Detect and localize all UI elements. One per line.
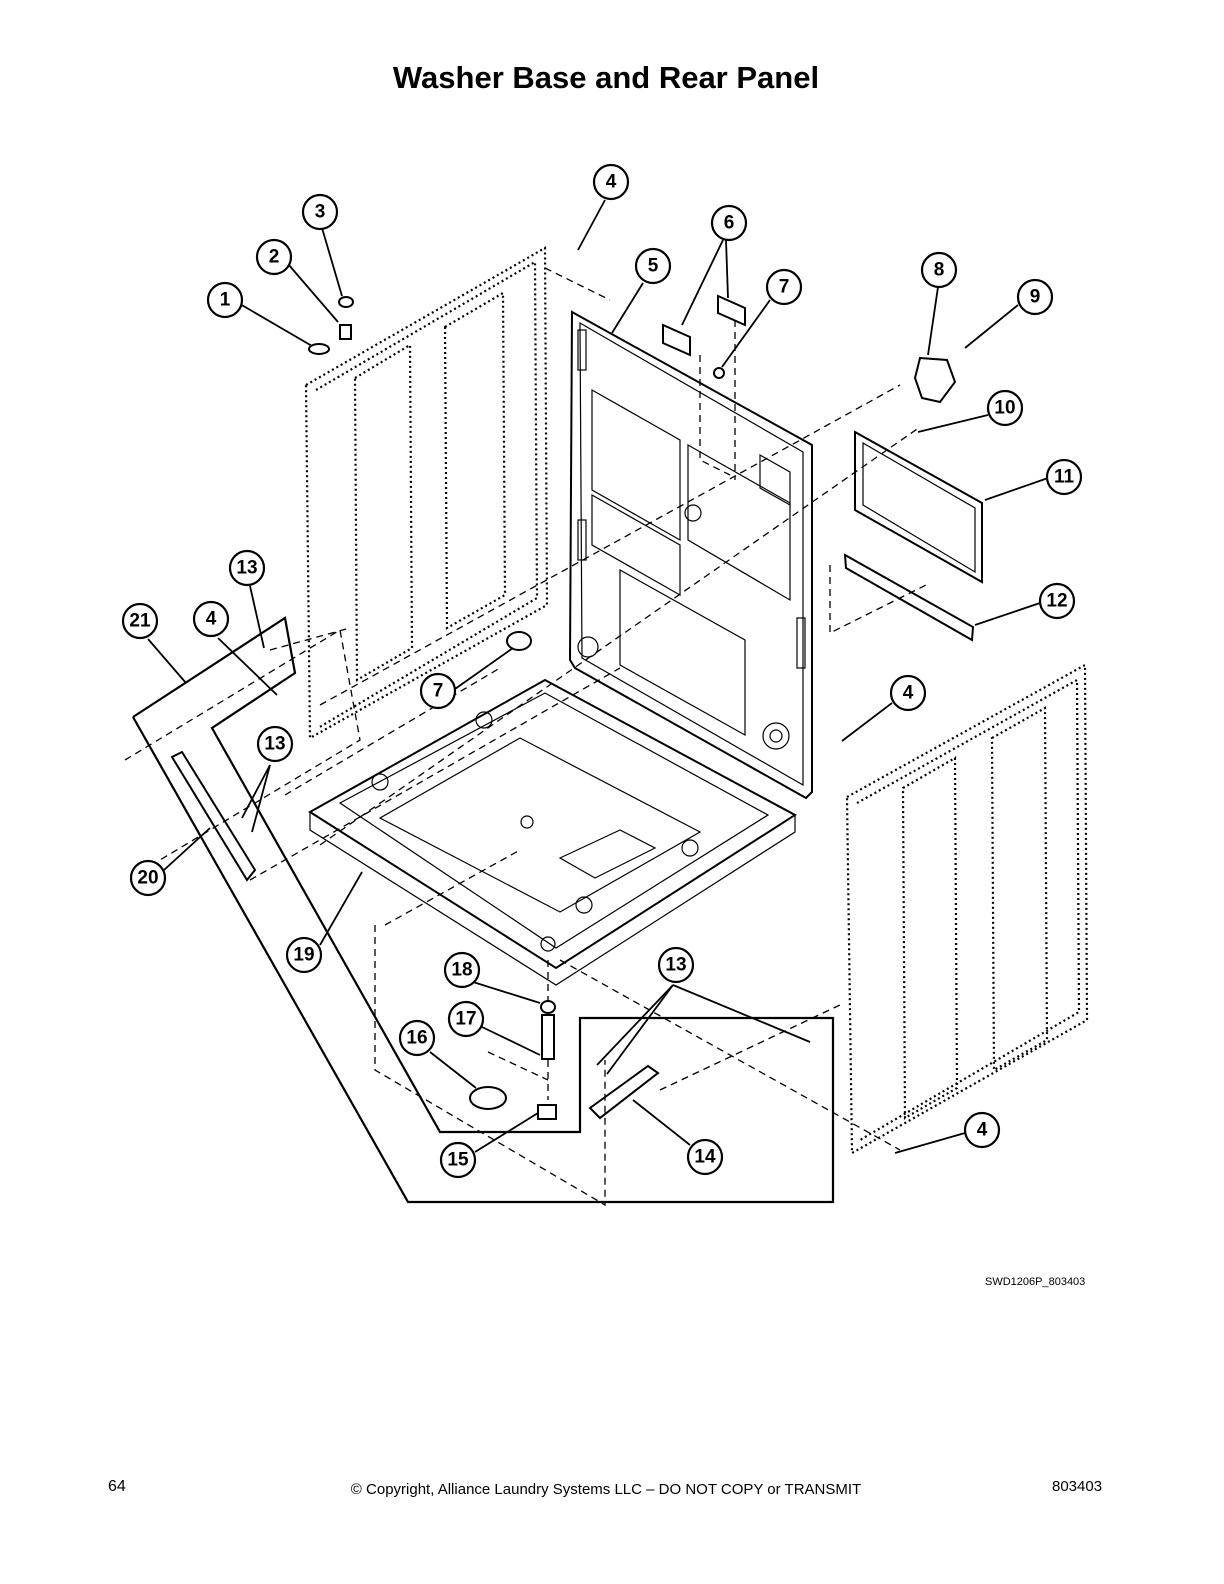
callout-17: 17 (447, 1000, 485, 1038)
svg-text:20: 20 (137, 868, 158, 889)
svg-text:4: 4 (903, 683, 914, 704)
svg-text:13: 13 (665, 955, 686, 976)
callout-7-top: 7 (765, 268, 803, 306)
foot-assembly (308, 296, 725, 1120)
page-number: 64 (108, 1478, 126, 1495)
svg-text:15: 15 (447, 1150, 469, 1171)
svg-text:11: 11 (1054, 467, 1075, 488)
callout-1: 1 (206, 281, 244, 319)
callout-12: 12 (1038, 582, 1076, 620)
svg-text:6: 6 (724, 213, 735, 234)
callout-2: 2 (255, 238, 293, 276)
svg-text:21: 21 (129, 611, 151, 632)
callout-13-lower-left: 13 (256, 725, 294, 763)
washer-base (308, 678, 797, 986)
svg-text:18: 18 (451, 960, 472, 981)
left-side-panel (304, 246, 549, 740)
svg-text:12: 12 (1046, 591, 1067, 612)
svg-text:17: 17 (455, 1009, 476, 1030)
right-side-panel (845, 663, 1089, 1155)
document-number: 803403 (1052, 1478, 1103, 1495)
callout-3: 3 (301, 193, 339, 231)
callout-4-top: 4 (592, 163, 630, 201)
callout-16: 16 (398, 1019, 436, 1057)
svg-text:4: 4 (206, 609, 217, 630)
svg-text:5: 5 (648, 256, 659, 277)
drawing-code: SWD1206P_803403 (985, 1276, 1086, 1288)
svg-text:13: 13 (236, 558, 257, 579)
copyright-notice: © Copyright, Alliance Laundry Systems LL… (350, 1481, 862, 1498)
svg-text:9: 9 (1030, 287, 1041, 308)
callout-4-left: 4 (192, 600, 230, 638)
callout-18: 18 (443, 951, 481, 989)
callout-11: 11 (1045, 458, 1083, 496)
callout-5: 5 (634, 247, 672, 285)
callout-9: 9 (1016, 278, 1054, 316)
cover-plate (913, 356, 957, 404)
callout-14: 14 (686, 1138, 724, 1176)
callout-6: 6 (710, 204, 748, 242)
leader-lines (147, 199, 1049, 1154)
svg-text:7: 7 (779, 277, 790, 298)
assembly-lines (124, 267, 931, 1207)
callout-13-upper-left: 13 (228, 549, 266, 587)
svg-text:3: 3 (315, 202, 326, 223)
callout-4-bottom: 4 (963, 1111, 1001, 1149)
callout-20: 20 (129, 859, 167, 897)
callout-7-mid: 7 (419, 672, 457, 710)
svg-text:4: 4 (977, 1120, 988, 1141)
svg-text:14: 14 (694, 1147, 716, 1168)
callout-21: 21 (121, 602, 159, 640)
svg-text:1: 1 (220, 290, 231, 311)
callout-10: 10 (986, 389, 1024, 427)
callout-19: 19 (285, 936, 323, 974)
group-brackets (132, 616, 835, 1204)
callout-13-bottom: 13 (657, 946, 695, 984)
svg-text:10: 10 (994, 398, 1015, 419)
callout-4-right: 4 (889, 674, 927, 712)
rear-panel (568, 310, 813, 800)
svg-text:13: 13 (264, 734, 285, 755)
kick-strip (843, 553, 975, 642)
svg-text:16: 16 (406, 1028, 427, 1049)
svg-text:19: 19 (293, 945, 314, 966)
page-title: Washer Base and Rear Panel (392, 60, 820, 95)
labels (662, 294, 746, 357)
svg-text:2: 2 (269, 247, 280, 268)
brackets (170, 750, 660, 1120)
svg-text:8: 8 (934, 260, 945, 281)
svg-text:7: 7 (433, 681, 444, 702)
callout-15: 15 (439, 1141, 477, 1179)
callout-8: 8 (920, 251, 958, 289)
svg-text:4: 4 (606, 172, 617, 193)
access-cover (854, 430, 983, 584)
